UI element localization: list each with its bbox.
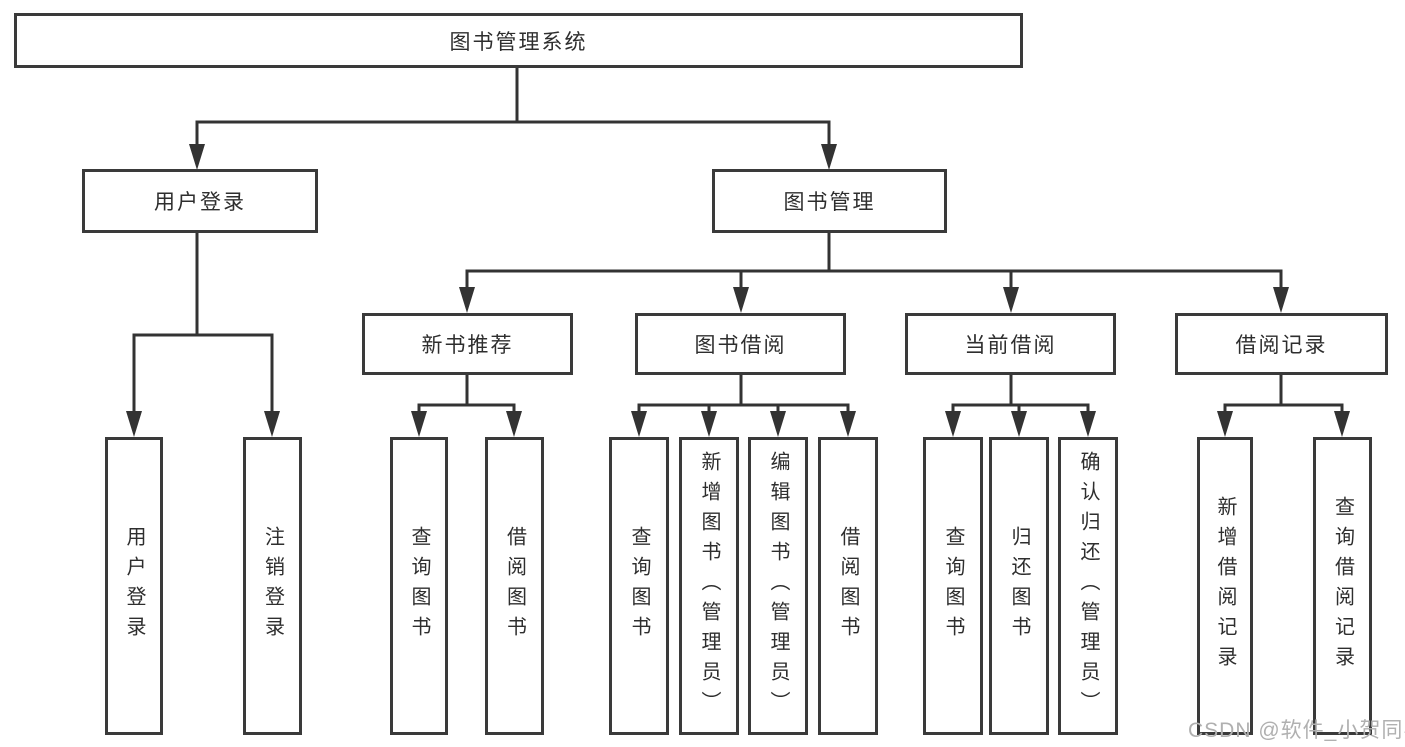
node-query-borrow-record: 查询借阅记录	[1313, 437, 1372, 735]
node-label: 注销登录	[261, 526, 284, 646]
node-logout-action: 注销登录	[243, 437, 302, 735]
node-book-management-module: 图书管理	[712, 169, 947, 233]
node-add-borrow-record: 新增借阅记录	[1197, 437, 1253, 735]
watermark: CSDN @软件_小贺同学	[1188, 719, 1405, 742]
node-confirm-return-admin: 确认归还（管理员）	[1058, 437, 1118, 735]
node-edit-book-admin: 编辑图书（管理员）	[748, 437, 808, 735]
node-label: 用户登录	[123, 526, 145, 646]
node-borrowing-records: 借阅记录	[1175, 313, 1388, 375]
node-label: 借阅图书	[503, 526, 526, 646]
node-label: 编辑图书（管理员）	[767, 451, 789, 721]
node-library-management-system: 图书管理系统	[14, 13, 1023, 68]
node-query-books-recommend: 查询图书	[390, 437, 448, 735]
node-label: 新增图书（管理员）	[698, 451, 720, 721]
node-add-book-admin: 新增图书（管理员）	[679, 437, 739, 735]
node-return-book: 归还图书	[989, 437, 1049, 735]
node-user-login-action: 用户登录	[105, 437, 163, 735]
node-query-books-current: 查询图书	[923, 437, 983, 735]
node-label: 查询图书	[628, 526, 650, 646]
node-borrow-books-action: 借阅图书	[818, 437, 878, 735]
node-label: 归还图书	[1008, 526, 1030, 646]
node-label: 新增借阅记录	[1214, 496, 1236, 676]
node-label: 借阅图书	[837, 526, 859, 646]
node-label: 查询图书	[408, 526, 430, 646]
node-new-book-recommendation: 新书推荐	[362, 313, 573, 375]
node-label: 查询图书	[942, 526, 964, 646]
arrowhead-icons	[126, 144, 1350, 437]
node-label: 确认归还（管理员）	[1077, 451, 1099, 721]
node-current-borrowing: 当前借阅	[905, 313, 1116, 375]
node-user-login-module: 用户登录	[82, 169, 318, 233]
node-query-books-borrow: 查询图书	[609, 437, 669, 735]
node-label: 查询借阅记录	[1331, 496, 1354, 676]
node-book-borrowing: 图书借阅	[635, 313, 846, 375]
node-borrow-books-recommend: 借阅图书	[485, 437, 544, 735]
